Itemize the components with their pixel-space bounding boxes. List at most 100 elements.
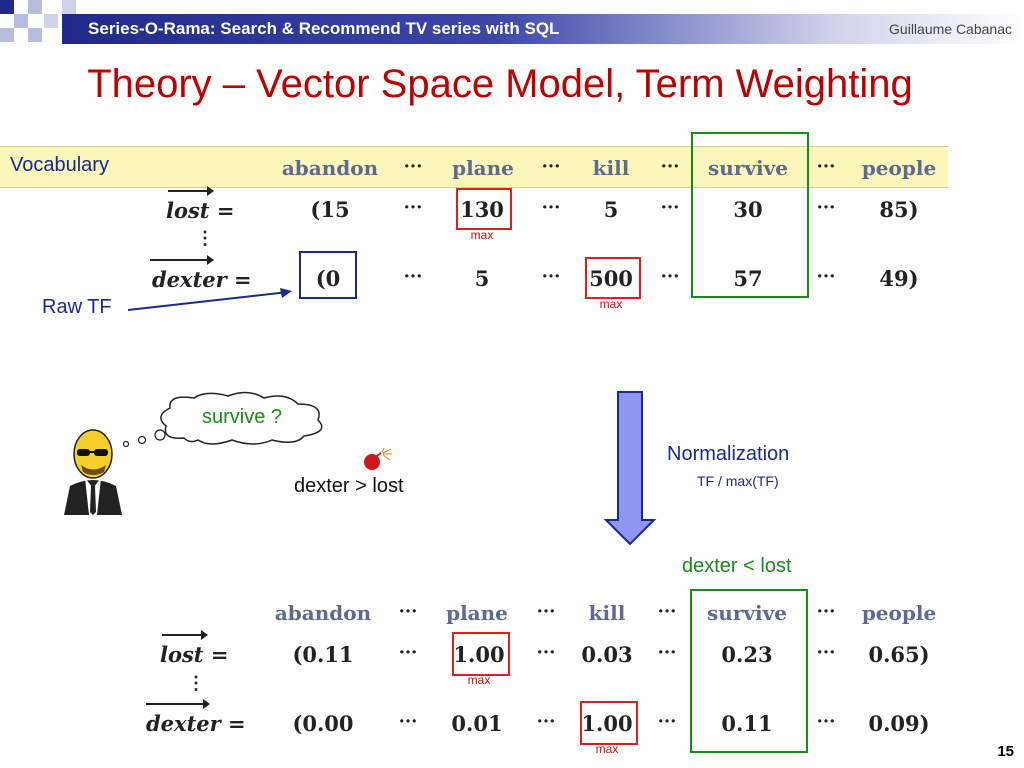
vocabulary-label: Vocabulary xyxy=(10,154,109,176)
term-header: people xyxy=(861,601,937,625)
vector-ellipsis: ··· xyxy=(816,642,836,663)
logo-square xyxy=(62,0,76,14)
logo-square xyxy=(0,0,14,14)
term-ellipsis: ··· xyxy=(657,601,677,622)
vector-value: 1.00 xyxy=(581,711,633,736)
dexter-max-highlight xyxy=(580,701,638,745)
vector-ellipsis: ··· xyxy=(657,642,677,663)
vector-value: (0 xyxy=(315,266,341,291)
term-header: plane xyxy=(452,156,514,180)
vector-value: 0.01 xyxy=(451,711,503,736)
logo-square xyxy=(0,28,14,42)
vector-ellipsis: ··· xyxy=(536,642,556,663)
term-ellipsis: ··· xyxy=(660,156,680,177)
vertical-ellipsis: ⋮ xyxy=(196,228,214,249)
vector-ellipsis: ··· xyxy=(541,266,561,287)
vector-value: 5 xyxy=(474,266,490,291)
vector-value: 57 xyxy=(733,266,763,291)
comparison-before: dexter > lost xyxy=(294,475,404,497)
vector-value: 1.00 xyxy=(453,642,505,667)
vector-value: 30 xyxy=(733,197,763,222)
vector-label-dexter: dexter = xyxy=(152,267,252,292)
survive-column-highlight xyxy=(691,132,809,298)
vector-ellipsis: ··· xyxy=(536,711,556,732)
vector-ellipsis: ··· xyxy=(398,711,418,732)
header-bar xyxy=(62,14,1024,44)
vector-ellipsis: ··· xyxy=(398,642,418,663)
term-ellipsis: ··· xyxy=(536,601,556,622)
term-ellipsis: ··· xyxy=(816,156,836,177)
vector-ellipsis: ··· xyxy=(660,197,680,218)
raw-tf-arrow xyxy=(127,288,292,311)
term-header: kill xyxy=(592,156,630,180)
term-header: abandon xyxy=(274,601,372,625)
thinking-man-icon xyxy=(64,429,122,515)
vector-value: (15 xyxy=(310,197,350,222)
vector-arrow xyxy=(162,630,208,640)
thought-text: survive ? xyxy=(201,406,283,428)
vector-value: 130 xyxy=(460,197,504,222)
term-header: survive xyxy=(708,156,788,180)
term-header: kill xyxy=(588,601,626,625)
vector-arrow xyxy=(146,699,210,709)
vector-ellipsis: ··· xyxy=(657,711,677,732)
thought-bubbles xyxy=(122,429,166,448)
max-label: max xyxy=(599,297,623,311)
term-header: abandon xyxy=(281,156,379,180)
term-header: plane xyxy=(446,601,508,625)
term-header: people xyxy=(861,156,937,180)
vector-value: 49) xyxy=(879,266,919,291)
max-label: max xyxy=(467,673,491,687)
vector-label-lost: lost = xyxy=(160,642,229,667)
vector-ellipsis: ··· xyxy=(816,711,836,732)
normalization-formula: TF / max(TF) xyxy=(697,473,779,489)
vector-value: 0.65) xyxy=(868,642,930,667)
comparison-after: dexter < lost xyxy=(682,555,792,577)
normalization-title: Normalization xyxy=(667,443,790,465)
vector-ellipsis: ··· xyxy=(816,266,836,287)
term-ellipsis: ··· xyxy=(398,601,418,622)
vector-value: (0.00 xyxy=(292,711,354,736)
vector-ellipsis: ··· xyxy=(403,266,423,287)
vector-value: 500 xyxy=(589,266,633,291)
thought-cloud xyxy=(160,391,323,445)
survive-column-highlight xyxy=(690,589,808,753)
header-title: Series-O-Rama: Search & Recommend TV ser… xyxy=(88,19,560,38)
raw-tf-label: Raw TF xyxy=(42,296,112,318)
logo-square xyxy=(28,28,42,42)
vector-ellipsis: ··· xyxy=(403,197,423,218)
vector-arrow xyxy=(150,255,214,265)
vocabulary-bar xyxy=(0,146,948,188)
term-header: survive xyxy=(707,601,787,625)
vector-value: (0.11 xyxy=(292,642,354,667)
vector-label-lost: lost = xyxy=(166,198,235,223)
vector-value: 0.03 xyxy=(581,642,633,667)
vector-ellipsis: ··· xyxy=(541,197,561,218)
page-number: 15 xyxy=(997,743,1014,760)
vector-value: 0.11 xyxy=(721,711,773,736)
header-author: Guillaume Cabanac xyxy=(889,21,1012,37)
vector-value: 0.23 xyxy=(721,642,773,667)
vector-ellipsis: ··· xyxy=(816,197,836,218)
lost-max-highlight xyxy=(456,188,512,230)
vector-value: 0.09) xyxy=(868,711,930,736)
vector-ellipsis: ··· xyxy=(660,266,680,287)
dexter-max-highlight xyxy=(585,257,641,299)
vector-value: 5 xyxy=(603,197,619,222)
vector-value: 85) xyxy=(879,197,919,222)
term-ellipsis: ··· xyxy=(403,156,423,177)
logo-square xyxy=(14,14,28,28)
logo-square xyxy=(44,14,58,28)
term-ellipsis: ··· xyxy=(816,601,836,622)
max-label: max xyxy=(470,228,494,242)
vector-label-dexter: dexter = xyxy=(146,711,246,736)
max-label: max xyxy=(595,742,619,756)
normalization-arrow xyxy=(603,391,657,546)
raw-tf-highlight xyxy=(299,251,357,299)
lost-max-highlight xyxy=(452,632,510,676)
vector-arrow xyxy=(168,186,214,196)
slide-title: Theory – Vector Space Model, Term Weight… xyxy=(87,62,913,106)
logo-square xyxy=(28,0,42,14)
term-ellipsis: ··· xyxy=(541,156,561,177)
vertical-ellipsis: ⋮ xyxy=(187,673,205,694)
